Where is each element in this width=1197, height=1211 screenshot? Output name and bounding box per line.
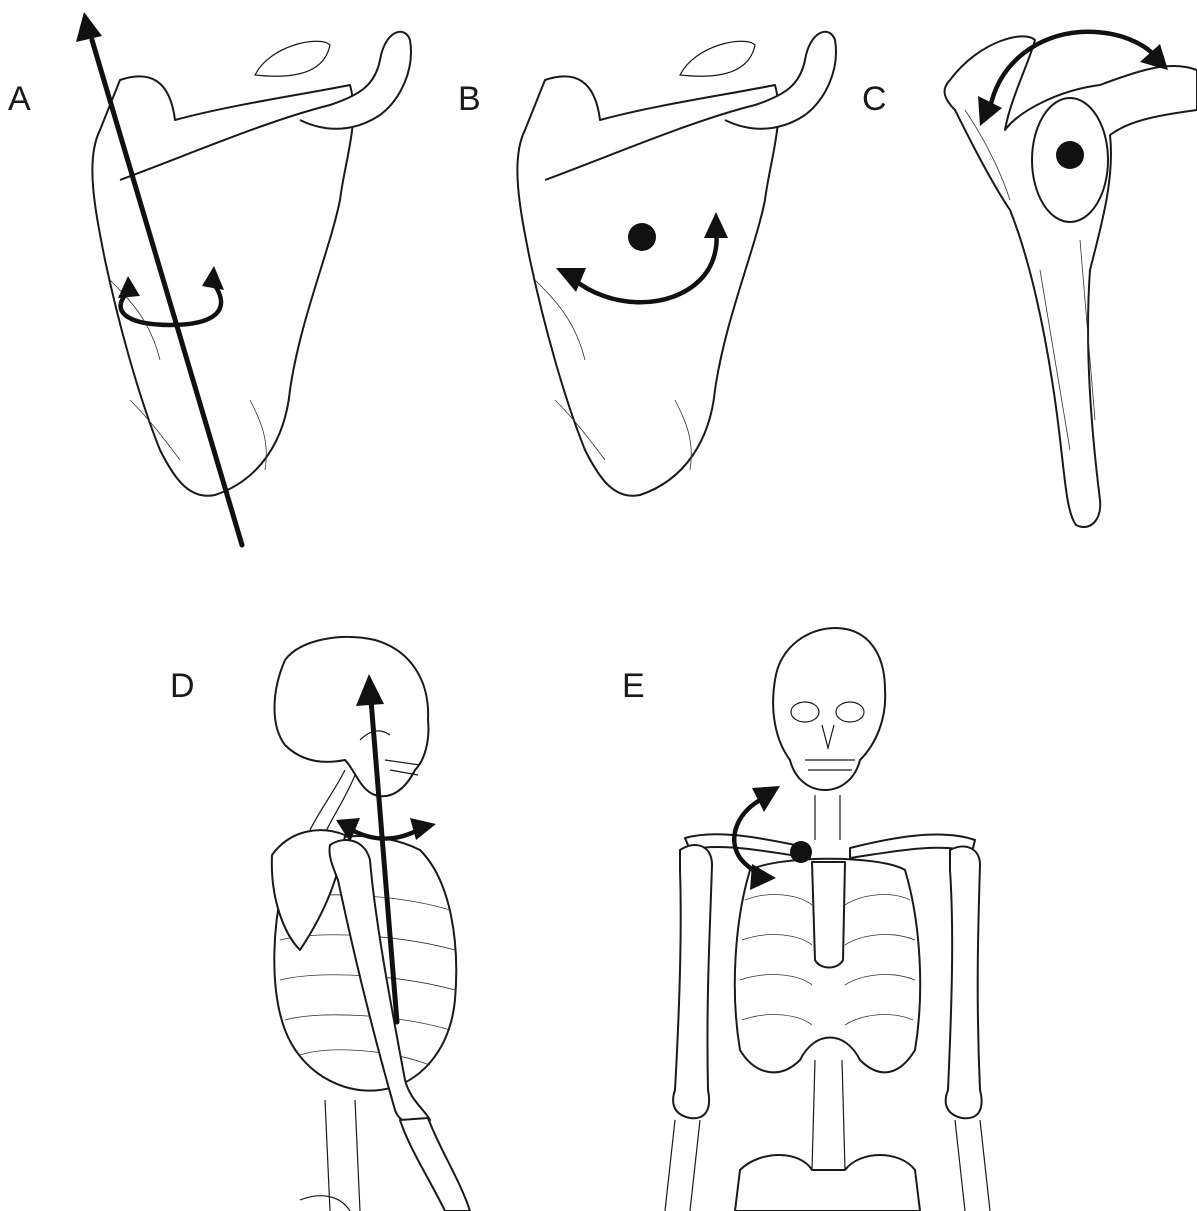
panel-d-rotation-arrow (336, 818, 436, 842)
panel-e-pivot-point (790, 841, 812, 863)
panel-b-pivot-point (628, 223, 656, 251)
panel-c-label: C (862, 80, 887, 118)
panel-b-label: B (458, 80, 481, 118)
panel-d-label: D (170, 667, 195, 705)
panel-b-scapula-illustration (517, 32, 836, 496)
panel-c-pivot-point (1056, 141, 1084, 169)
panel-a: A (8, 12, 411, 545)
panel-d: D (170, 637, 470, 1211)
panel-e: E (622, 628, 990, 1211)
panel-a-axis-arrowhead (76, 12, 102, 42)
panel-e-skeleton-illustration (665, 628, 990, 1211)
panel-b: B (458, 32, 836, 496)
panel-e-sternum (812, 862, 845, 968)
panel-e-rotation-arrowhead-up (752, 786, 780, 812)
panel-a-scapula-illustration (92, 32, 411, 496)
panel-e-label: E (622, 667, 645, 705)
panel-a-label: A (8, 80, 31, 118)
panel-c: C (862, 32, 1197, 527)
panel-d-rotation-arrowhead-right (410, 818, 436, 840)
